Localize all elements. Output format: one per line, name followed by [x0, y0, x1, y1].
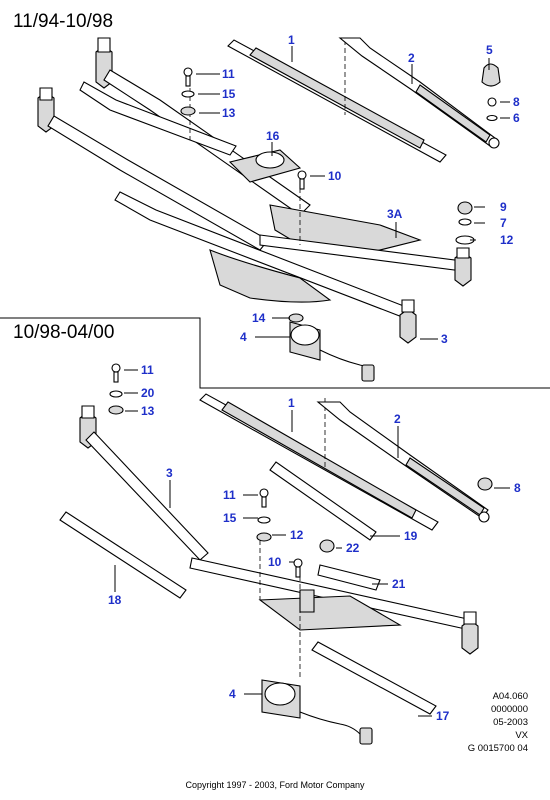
callout-bottom-10: 10 — [268, 555, 282, 569]
section-title-1: 11/94-10/98 — [13, 11, 114, 32]
callout-bottom-11b: 11 — [223, 488, 236, 502]
wiper-linkage-top — [37, 37, 472, 382]
wiper-arm-top — [338, 37, 500, 149]
leader-lines — [114, 46, 510, 717]
callout-top-14: 14 — [252, 311, 266, 325]
reference-line-3: 05-2003 — [493, 717, 528, 728]
callout-bottom-13: 13 — [141, 404, 155, 418]
callout-top-4: 4 — [240, 330, 247, 344]
reference-line-2: 0000000 — [491, 704, 528, 715]
reference-line-1: A04.060 — [492, 691, 528, 702]
callout-top-1: 1 — [288, 33, 295, 47]
callout-top-15: 15 — [222, 87, 236, 101]
callout-bottom-20: 20 — [141, 386, 155, 400]
callout-top-16: 16 — [266, 129, 280, 143]
callout-bottom-3: 3 — [166, 466, 173, 480]
callout-bottom-17: 17 — [436, 709, 450, 723]
callout-top-3: 3 — [441, 332, 448, 346]
callout-top-9: 9 — [500, 200, 507, 214]
callout-bottom-8: 8 — [514, 481, 521, 495]
callout-top-3a: 3A — [387, 207, 403, 221]
callout-top-10: 10 — [328, 169, 342, 183]
callout-bottom-15: 15 — [223, 511, 237, 525]
wiper-arm-bottom — [316, 401, 490, 523]
callout-top-5: 5 — [486, 43, 493, 57]
wiper-linkage-bottom — [59, 405, 479, 745]
callout-bottom-19: 19 — [404, 529, 418, 543]
wiper-blade-top — [227, 39, 447, 163]
callout-bottom-11: 11 — [141, 363, 154, 377]
fasteners-bottom — [108, 363, 493, 578]
callout-bottom-2: 2 — [394, 412, 401, 426]
fasteners-top — [180, 63, 501, 323]
callout-top-13: 13 — [222, 106, 236, 120]
callout-bottom-22: 22 — [346, 541, 360, 555]
callout-bottom-21: 21 — [392, 577, 406, 591]
callout-bottom-18: 18 — [108, 593, 122, 607]
callout-bottom-12: 12 — [290, 528, 304, 542]
callout-top-6: 6 — [513, 111, 520, 125]
callout-top-11: 11 — [222, 67, 235, 81]
callout-top-2: 2 — [408, 51, 415, 65]
callout-bottom-4: 4 — [229, 687, 236, 701]
reference-line-5: G 0015700 04 — [467, 743, 528, 754]
callout-bottom-1: 1 — [288, 396, 295, 410]
wiper-blade-bottom — [199, 393, 439, 531]
callout-top-12: 12 — [500, 233, 514, 247]
reference-block: A04.060 0000000 05-2003 VX G 0015700 04 — [468, 690, 528, 755]
section-divider — [0, 317, 550, 389]
reference-line-4: VX — [515, 730, 528, 741]
callout-top-7: 7 — [500, 216, 507, 230]
copyright-notice: Copyright 1997 - 2003, Ford Motor Compan… — [185, 780, 365, 790]
callout-top-8: 8 — [513, 95, 520, 109]
section-title-2: 10/98-04/00 — [13, 322, 115, 343]
